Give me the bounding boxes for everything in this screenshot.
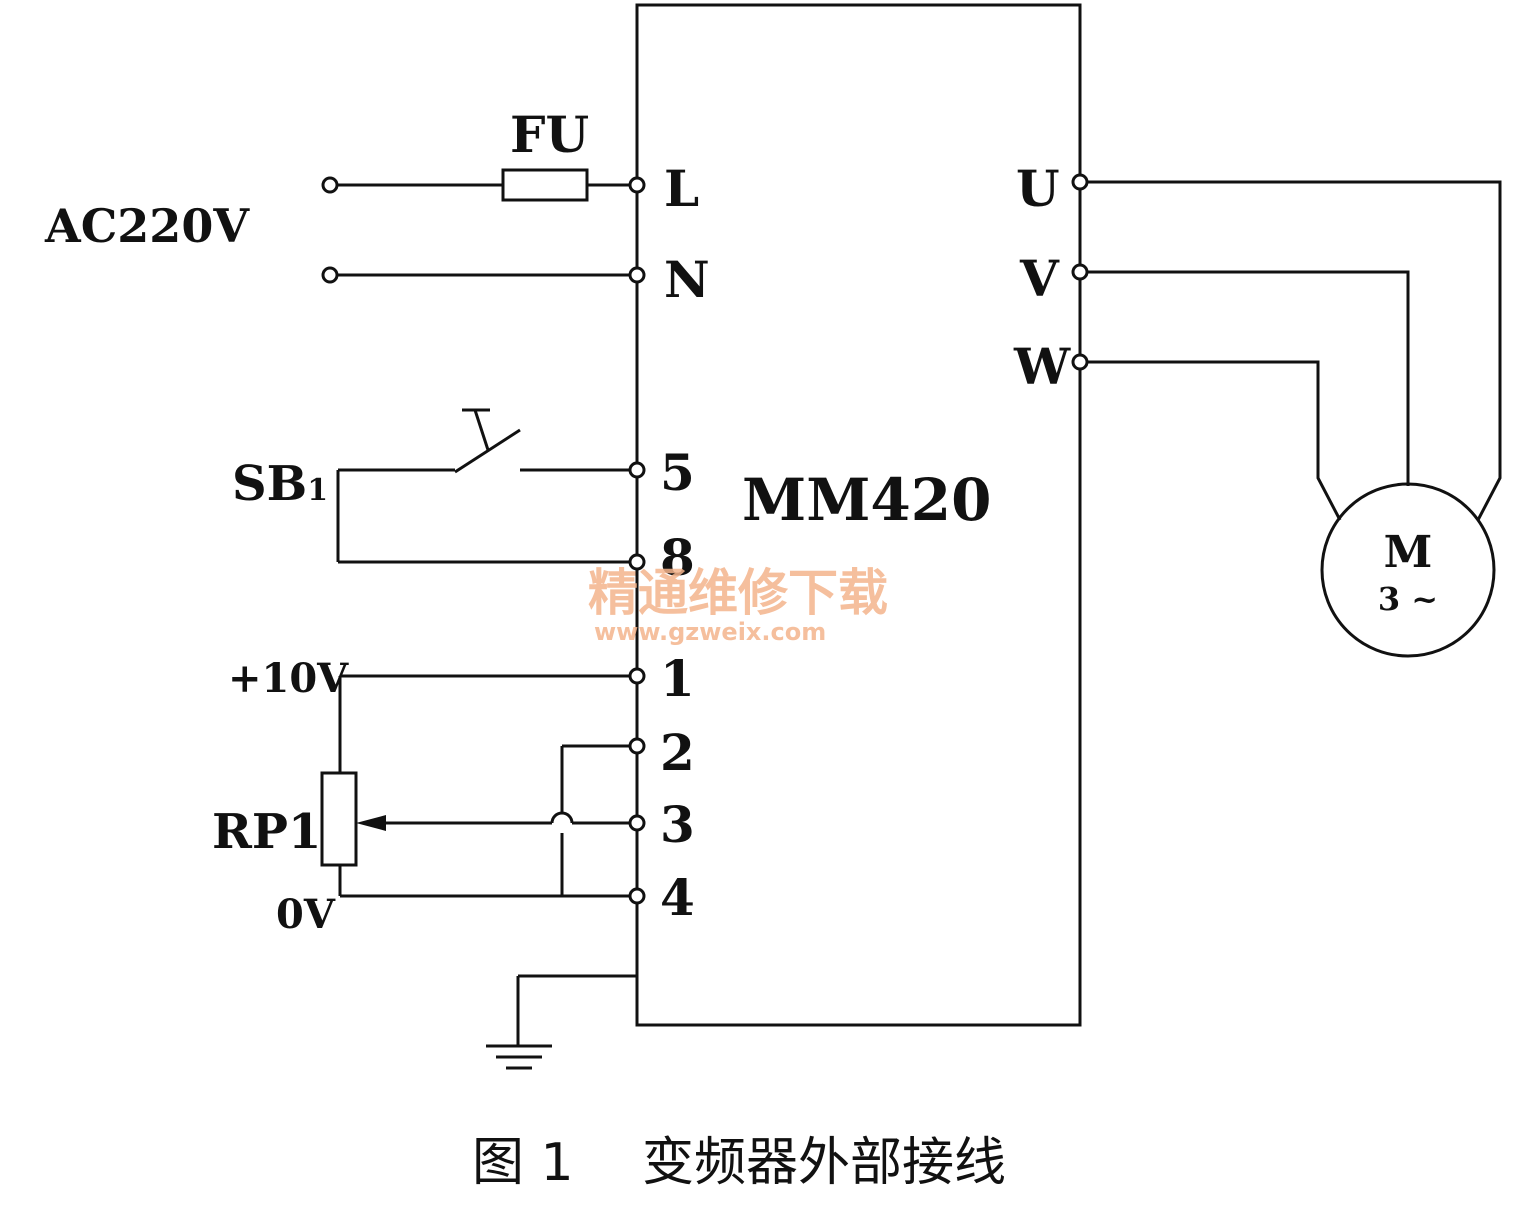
- terminal-label-u: U: [1016, 159, 1060, 218]
- fuse: [501, 168, 589, 202]
- terminal-label-l: L: [664, 159, 699, 218]
- supply-terminal-l: [321, 176, 339, 194]
- terminal-label-w: W: [1013, 337, 1071, 396]
- caption-number: 图 1: [472, 1133, 574, 1193]
- potentiometer-rp1: [320, 674, 637, 898]
- supply-terminal-n: [321, 266, 339, 284]
- terminal-label-5: 5: [660, 443, 695, 502]
- terminal-u: [1071, 173, 1089, 191]
- switch-sb1: [336, 408, 637, 564]
- pot-label: RP1: [212, 804, 321, 860]
- terminal-label-n: N: [664, 250, 710, 309]
- motor-phase-label: 3 ~: [1378, 580, 1438, 618]
- inverter-label: MM420: [742, 466, 991, 534]
- terminal-w: [1071, 353, 1089, 371]
- terminal-label-8: 8: [660, 528, 695, 587]
- fuse-label: FU: [510, 105, 589, 164]
- watermark-text: 精通维修下载: [588, 564, 888, 622]
- terminal-v: [1071, 263, 1089, 281]
- terminal-2: [628, 737, 646, 755]
- caption-title: 变频器外部接线: [642, 1133, 1006, 1193]
- terminal-label-3: 3: [660, 795, 695, 854]
- terminal-1: [628, 667, 646, 685]
- supply-label: AC220V: [44, 199, 250, 253]
- motor-label: M: [1384, 527, 1433, 578]
- switch-label: SB1: [232, 456, 328, 512]
- terminal-label-v: V: [1019, 249, 1060, 308]
- ref-zero-label: 0V: [276, 891, 336, 938]
- ground-symbol: [486, 974, 637, 1070]
- motor-wiring: [1080, 180, 1502, 658]
- motor: [1320, 482, 1496, 658]
- terminal-label-4: 4: [660, 868, 695, 927]
- terminal-l: [628, 176, 646, 194]
- terminal-n: [628, 266, 646, 284]
- terminal-8: [628, 553, 646, 571]
- watermark-url: www.gzweix.com: [594, 618, 826, 646]
- terminal-4: [628, 887, 646, 905]
- terminal-label-2: 2: [660, 723, 695, 782]
- terminal-5: [628, 461, 646, 479]
- inverter-box: [635, 3, 1082, 1027]
- terminal-3: [628, 814, 646, 832]
- supply-wiring: [321, 168, 637, 284]
- terminal-label-1: 1: [660, 649, 695, 708]
- ref-plus-label: +10V: [228, 655, 349, 702]
